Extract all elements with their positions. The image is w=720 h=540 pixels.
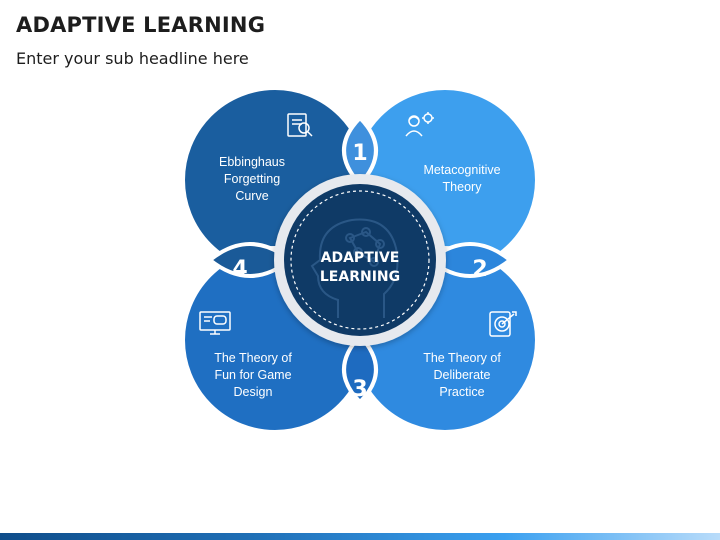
petal-2-number: 2 bbox=[472, 257, 487, 282]
petal-2-label-line: The Theory of bbox=[423, 351, 501, 365]
petal-4-label: Ebbinghaus Forgetting Curve bbox=[219, 155, 285, 203]
engineer-gear-icon bbox=[405, 112, 434, 137]
petal-4-label-line: Ebbinghaus bbox=[219, 155, 285, 169]
petal-4-number: 4 bbox=[232, 257, 247, 282]
petal-2-label-line: Practice bbox=[439, 385, 484, 399]
document-search-icon bbox=[287, 113, 313, 137]
petal-2-label-line: Deliberate bbox=[434, 368, 491, 382]
lens-right bbox=[426, 242, 514, 278]
page-subtitle: Enter your sub headline here bbox=[16, 49, 249, 68]
petal-1-number: 1 bbox=[352, 141, 367, 166]
center-dashed-ring bbox=[290, 190, 430, 330]
center-label-line1: ADAPTIVE bbox=[321, 250, 400, 266]
petal-3-label-line: The Theory of bbox=[214, 351, 292, 365]
petal-2-label: The Theory of Deliberate Practice bbox=[423, 351, 501, 399]
petal-3-label-line: Design bbox=[234, 385, 273, 399]
center-circle bbox=[284, 184, 436, 336]
center-label-line2: LEARNING bbox=[320, 269, 400, 285]
dartboard-icon bbox=[489, 311, 517, 337]
petal-1-label: Metacognitive Theory bbox=[423, 163, 500, 194]
head-brain-icon bbox=[310, 218, 399, 318]
bottom-gradient-bar bbox=[0, 533, 720, 540]
petal-4-label-line: Curve bbox=[235, 189, 268, 203]
petal-4-label-line: Forgetting bbox=[224, 172, 280, 186]
page-title: ADAPTIVE LEARNING bbox=[16, 13, 266, 37]
petal-1-label-line: Metacognitive bbox=[423, 163, 500, 177]
petal-3-label: The Theory of Fun for Game Design bbox=[214, 351, 292, 399]
petal-3-number: 3 bbox=[352, 377, 367, 402]
petal-1-label-line: Theory bbox=[443, 180, 483, 194]
gamepad-monitor-icon bbox=[199, 311, 231, 335]
petal-3-label-line: Fun for Game bbox=[214, 368, 291, 382]
lens-bottom bbox=[342, 333, 378, 405]
